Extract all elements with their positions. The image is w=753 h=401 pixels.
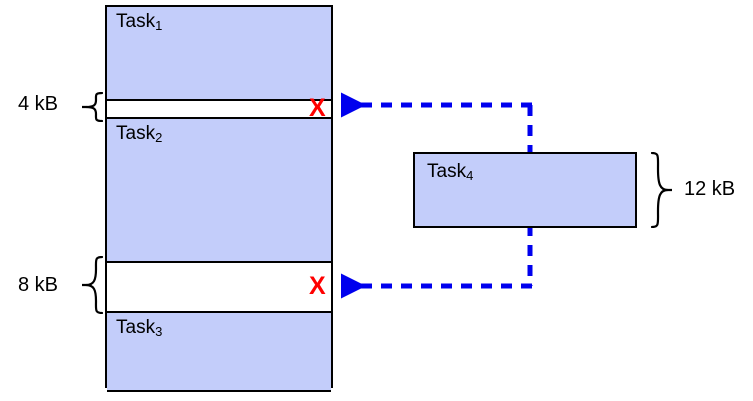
- brace-12kb: [650, 152, 672, 228]
- brace-4kb: [82, 92, 104, 122]
- task1-label: Task1: [116, 11, 163, 33]
- reject-mark-4kb: X: [309, 94, 326, 122]
- size-label-4kb: 4 kB: [18, 93, 59, 115]
- memory-block-free-4kb: [107, 99, 331, 119]
- task2-label: Task2: [116, 123, 163, 145]
- memory-block-task1: Task1: [107, 5, 331, 101]
- reject-mark-8kb: X: [309, 272, 326, 300]
- brace-8kb: [82, 256, 104, 314]
- incoming-task-box: Task4: [413, 152, 637, 228]
- task4-label: Task4: [427, 161, 474, 183]
- memory-block-task3: Task3: [107, 311, 331, 392]
- memory-block-task2: Task2: [107, 117, 331, 263]
- size-label-8kb: 8 kB: [18, 274, 59, 296]
- memory-block-free-8kb: [107, 261, 331, 313]
- size-label-12kb: 12 kB: [684, 178, 736, 200]
- memory-column: Task1 Task2 Task3: [105, 5, 333, 392]
- task3-label: Task3: [116, 317, 163, 339]
